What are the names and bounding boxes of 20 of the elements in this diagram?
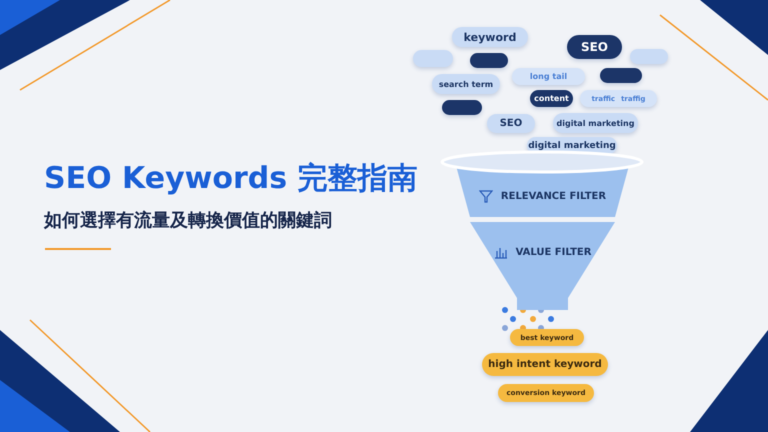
blank-tag [413, 50, 453, 67]
filter-label: VALUE FILTER [516, 246, 592, 258]
keyword-tag: SEO [487, 114, 535, 133]
subtitle: 如何選擇有流量及轉換價值的關鍵詞 [44, 209, 332, 232]
result-keyword-tag: high intent keyword [482, 353, 608, 376]
blank-tag [442, 100, 482, 115]
keyword-tag: content [530, 90, 573, 107]
funnel-band [470, 222, 615, 310]
keyword-tag: long tail [512, 68, 585, 85]
title: SEO Keywords 完整指南 [44, 160, 418, 198]
keyword-tag [580, 90, 657, 107]
keyword-tag: keyword [452, 27, 528, 47]
keyword-tag: digital marketing [553, 113, 638, 133]
blank-tag [630, 49, 668, 64]
keyword-tag: SEO [567, 35, 622, 59]
filter-label: RELEVANCE FILTER [500, 190, 606, 202]
funnel-band [440, 150, 645, 217]
blank-tag [600, 68, 642, 83]
keyword-tag: search term [432, 74, 500, 94]
blank-tag [470, 53, 508, 68]
